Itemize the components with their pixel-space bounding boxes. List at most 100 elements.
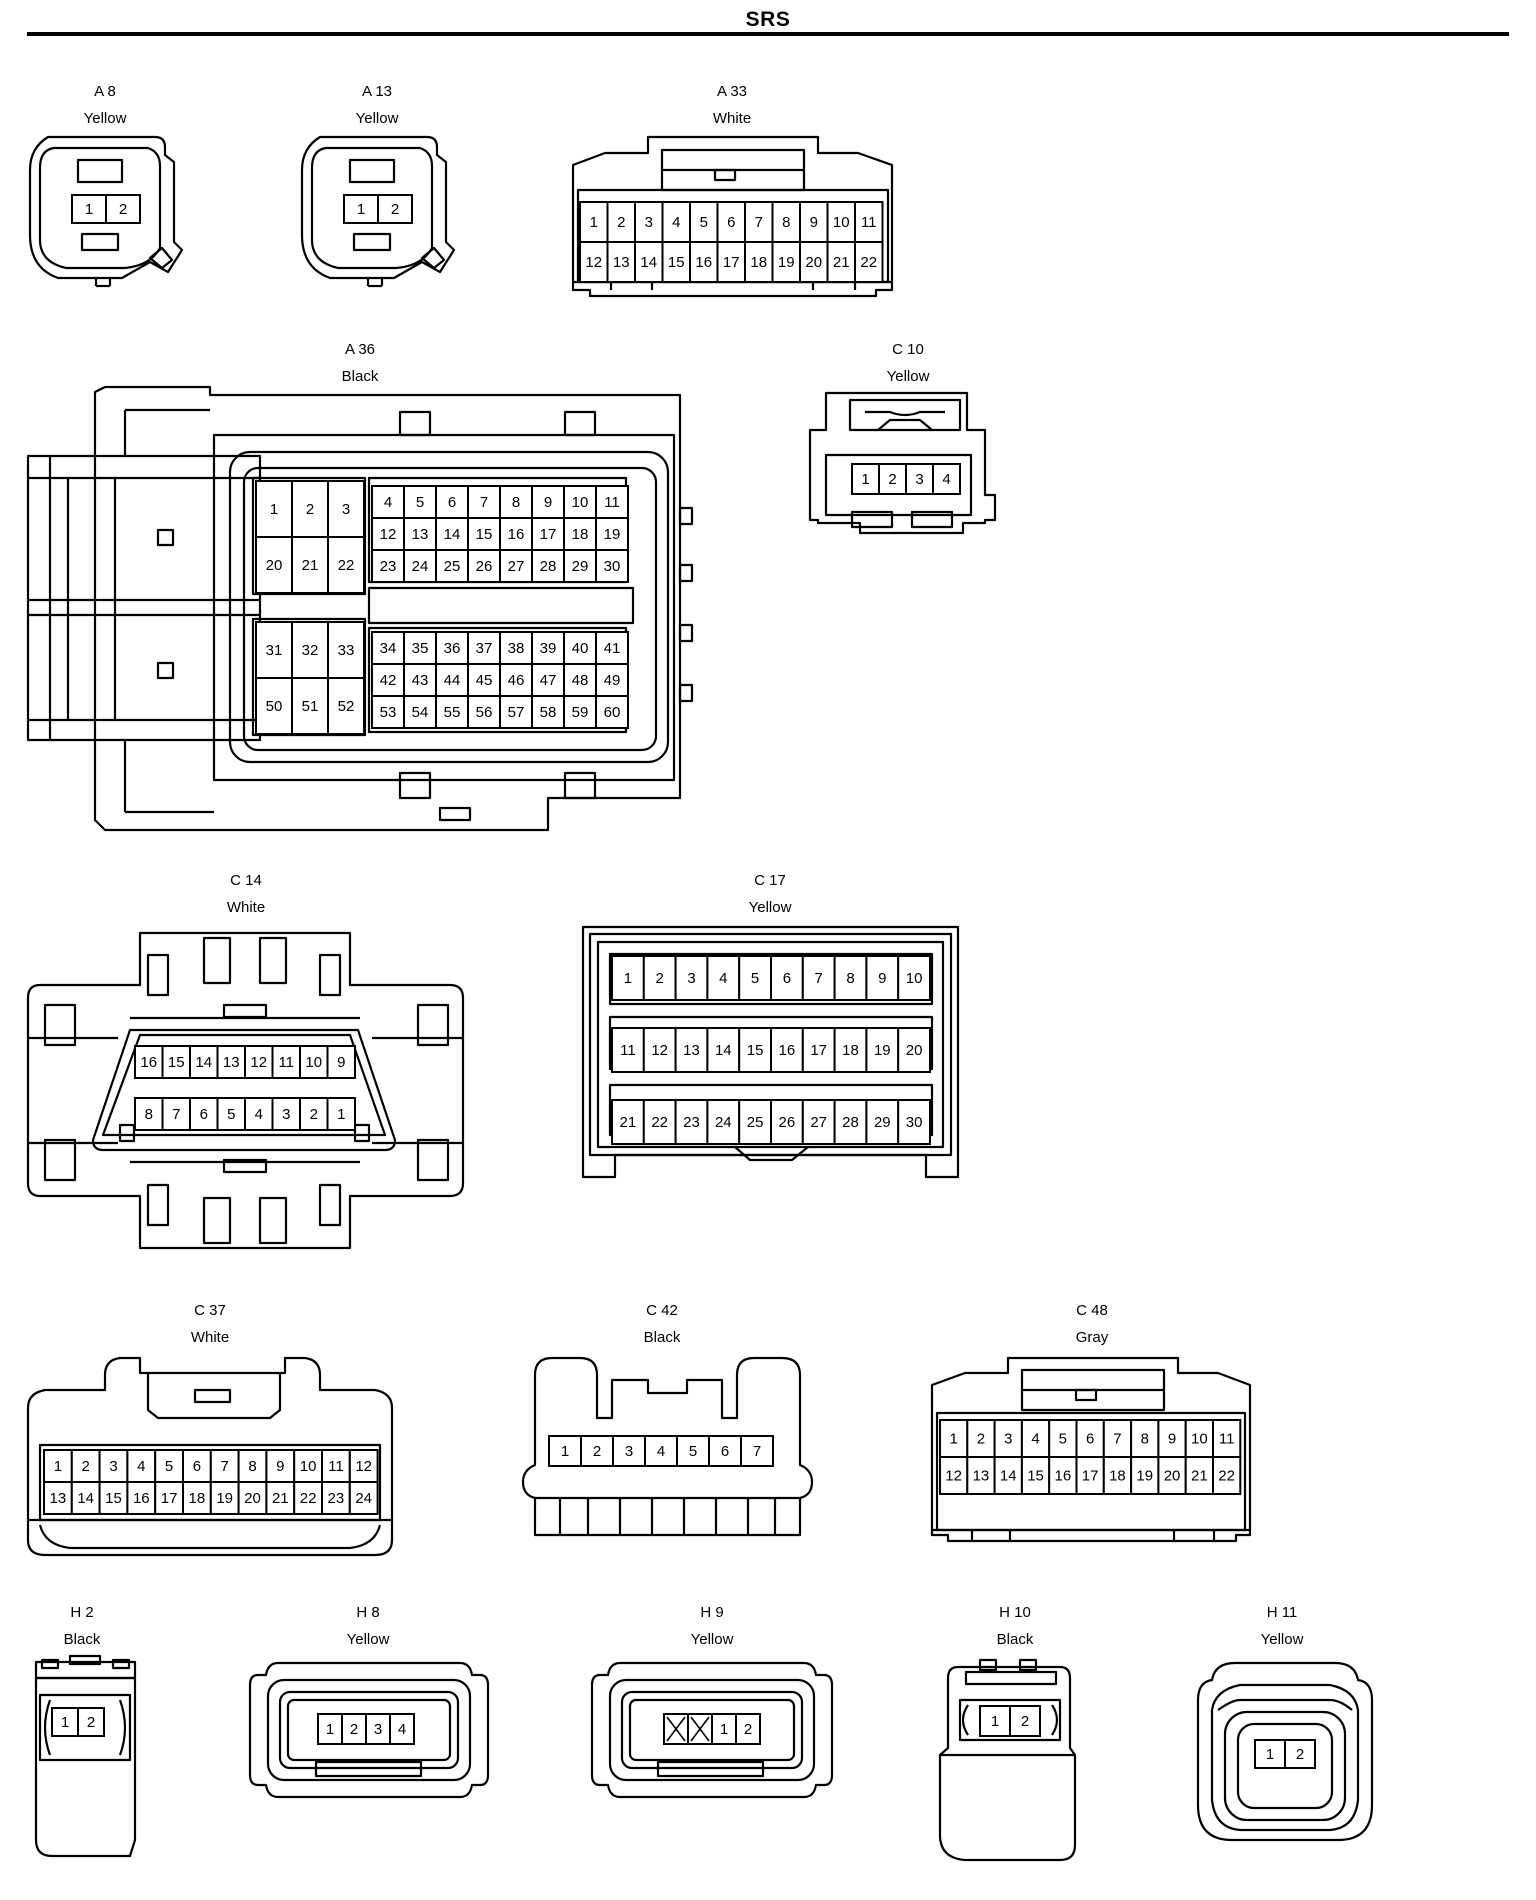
pin-cell: 8 xyxy=(499,485,533,519)
connector-color: Yellow xyxy=(691,1631,734,1648)
pin-number: 8 xyxy=(248,1458,256,1475)
pin-number: 51 xyxy=(302,698,319,715)
connector-h2-body xyxy=(34,1654,137,1858)
pin-cell: 35 xyxy=(403,631,437,665)
pin-cell: 32 xyxy=(291,621,329,679)
connector-c14-body xyxy=(26,931,465,1250)
pin-number: 9 xyxy=(276,1458,284,1475)
pin-cell: 4 xyxy=(932,463,961,495)
connector-code: A 8 xyxy=(94,83,116,100)
pin-number: 23 xyxy=(380,558,397,575)
pin-cell: 34 xyxy=(371,631,405,665)
pin-number: 10 xyxy=(572,494,589,511)
pin-number: 2 xyxy=(888,471,896,488)
pin-cell: 8 xyxy=(134,1097,164,1131)
connector-c37-body xyxy=(26,1356,394,1557)
pin-cell: 2 xyxy=(291,480,329,538)
pin-cell: 2 xyxy=(735,1713,761,1745)
pin-number: 5 xyxy=(227,1106,235,1123)
pin-number: 2 xyxy=(1296,1746,1304,1763)
pin-number: 24 xyxy=(355,1490,372,1507)
connector-h10-body xyxy=(938,1658,1077,1862)
pin-number: 8 xyxy=(1141,1431,1149,1448)
pin-number: 22 xyxy=(651,1114,668,1131)
pin-cell: 1 xyxy=(939,1419,969,1458)
pin-cell: 10 xyxy=(563,485,597,519)
pin-number: 10 xyxy=(906,970,923,987)
pin-cell: 28 xyxy=(531,549,565,583)
pin-number: 11 xyxy=(861,214,877,231)
pin-cell: 8 xyxy=(1130,1419,1160,1458)
pin-number: 2 xyxy=(119,201,127,218)
pin-cell: 8 xyxy=(237,1449,268,1483)
pin-number: 7 xyxy=(172,1106,180,1123)
pin-number: 26 xyxy=(779,1114,796,1131)
pin-cell: 10 xyxy=(299,1045,329,1079)
pin-cell: 5 xyxy=(403,485,437,519)
title-rule xyxy=(27,32,1509,36)
pin-number: 2 xyxy=(350,1721,358,1738)
pin-number: 30 xyxy=(906,1114,923,1131)
connector-code: C 48 xyxy=(1076,1302,1108,1319)
connector-color: Black xyxy=(64,1631,101,1648)
pin-cell: 7 xyxy=(467,485,501,519)
pin-cell: 29 xyxy=(563,549,597,583)
pin-number: 2 xyxy=(656,970,664,987)
pin-cell: 6 xyxy=(189,1097,219,1131)
pin-cell: 13 xyxy=(606,241,636,283)
pin-cell: 9 xyxy=(531,485,565,519)
pin-number: 58 xyxy=(540,704,557,721)
pin-number: 18 xyxy=(842,1042,859,1059)
connector-c42-body xyxy=(521,1356,814,1537)
pin-cell: 1 xyxy=(71,194,107,224)
pin-cell: 4 xyxy=(1020,1419,1051,1458)
pin-cell: 3 xyxy=(327,480,365,538)
pin-cell: 14 xyxy=(189,1045,219,1079)
pin-number: 17 xyxy=(161,1490,178,1507)
connector-color: Yellow xyxy=(1261,1631,1304,1648)
pin-number: 1 xyxy=(85,201,93,218)
pin-number: 25 xyxy=(747,1114,764,1131)
pin-cell: 11 xyxy=(595,485,629,519)
pin-number: 7 xyxy=(753,1443,761,1460)
pin-cell: 17 xyxy=(154,1481,184,1515)
pin-number: 8 xyxy=(512,494,520,511)
pin-cell: 14 xyxy=(70,1481,101,1515)
pin-cell: 16 xyxy=(126,1481,157,1515)
pin-number: 3 xyxy=(687,970,695,987)
pin-cell: 4 xyxy=(644,1435,678,1467)
pin-cell: 1 xyxy=(343,194,379,224)
pin-cell: 15 xyxy=(1020,1456,1051,1495)
pin-number: 3 xyxy=(374,1721,382,1738)
pin-number: 1 xyxy=(326,1721,334,1738)
pin-cell: 3 xyxy=(612,1435,646,1467)
pin-cell: 56 xyxy=(467,695,501,729)
pin-cell: 6 xyxy=(770,955,804,1001)
pin-number: 53 xyxy=(380,704,397,721)
pin-cell: 19 xyxy=(209,1481,240,1515)
pin-cell: 1 xyxy=(579,201,609,243)
connector-a8-body xyxy=(28,135,184,288)
pin-cell: 10 xyxy=(826,201,856,243)
pin-number: 10 xyxy=(300,1458,317,1475)
pin-cell: 33 xyxy=(327,621,365,679)
pin-number: 1 xyxy=(357,201,365,218)
pin-cell: 6 xyxy=(1075,1419,1105,1458)
pin-number: 10 xyxy=(1191,1431,1208,1448)
pin-cell: 7 xyxy=(209,1449,240,1483)
pin-number: 57 xyxy=(508,704,525,721)
pin-number: 34 xyxy=(380,640,397,657)
pin-number: 4 xyxy=(398,1721,406,1738)
pin-cell: 15 xyxy=(661,241,691,283)
pin-cell: 16 xyxy=(1048,1456,1078,1495)
pin-number: 55 xyxy=(444,704,461,721)
connector-code: H 9 xyxy=(700,1604,723,1621)
pin-number: 6 xyxy=(193,1458,201,1475)
pin-number: 16 xyxy=(133,1490,150,1507)
pin-cell: 7 xyxy=(801,955,836,1001)
page-title: SRS xyxy=(745,8,791,31)
